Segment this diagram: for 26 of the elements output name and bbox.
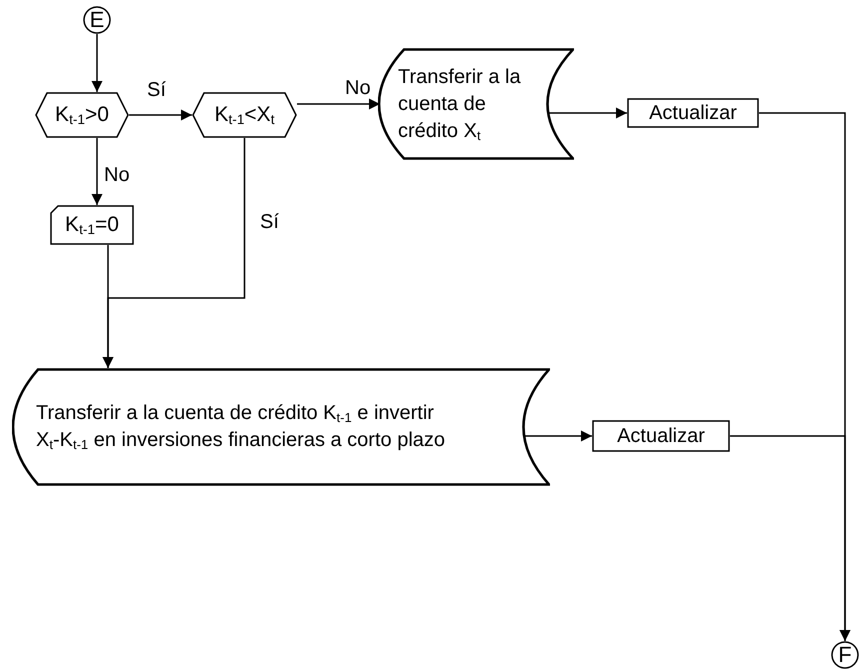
node-text: F <box>838 641 852 670</box>
decision-hexagon <box>192 92 297 138</box>
process-box <box>627 98 759 128</box>
node-text: K$_{t-1}$=0 <box>65 212 119 240</box>
node-text: Actualizar <box>617 424 705 448</box>
connector-circle <box>831 641 859 669</box>
node-text: Transferir a la cuenta de crédito X$_{t}$ <box>398 64 522 144</box>
arrow <box>102 245 114 368</box>
node-text: Actualizar <box>649 100 737 126</box>
node-text: Transferir a la cuenta de crédito K$_{t-1}$ e invertir X$_{t}$-K$_{t-1}$ en inversiones financieras a corto plazo <box>36 401 446 454</box>
arrow <box>524 430 592 442</box>
arrow <box>297 98 380 110</box>
decision-hexagon <box>35 92 129 138</box>
arrow <box>548 108 627 118</box>
arrow <box>92 138 102 205</box>
node-text: K$_{t-1}$>0 <box>55 102 109 130</box>
stored-data-shape <box>378 48 574 160</box>
node-text: E <box>90 6 104 34</box>
process-box <box>592 420 730 452</box>
arrow <box>129 110 192 120</box>
card-shape <box>50 205 134 245</box>
node-text: K$_{t-1}$<X$_{t}$ <box>214 102 274 130</box>
stored-data-shape <box>12 368 550 486</box>
arrow <box>730 435 850 641</box>
arrow <box>92 34 102 92</box>
connector-circle <box>83 6 111 34</box>
